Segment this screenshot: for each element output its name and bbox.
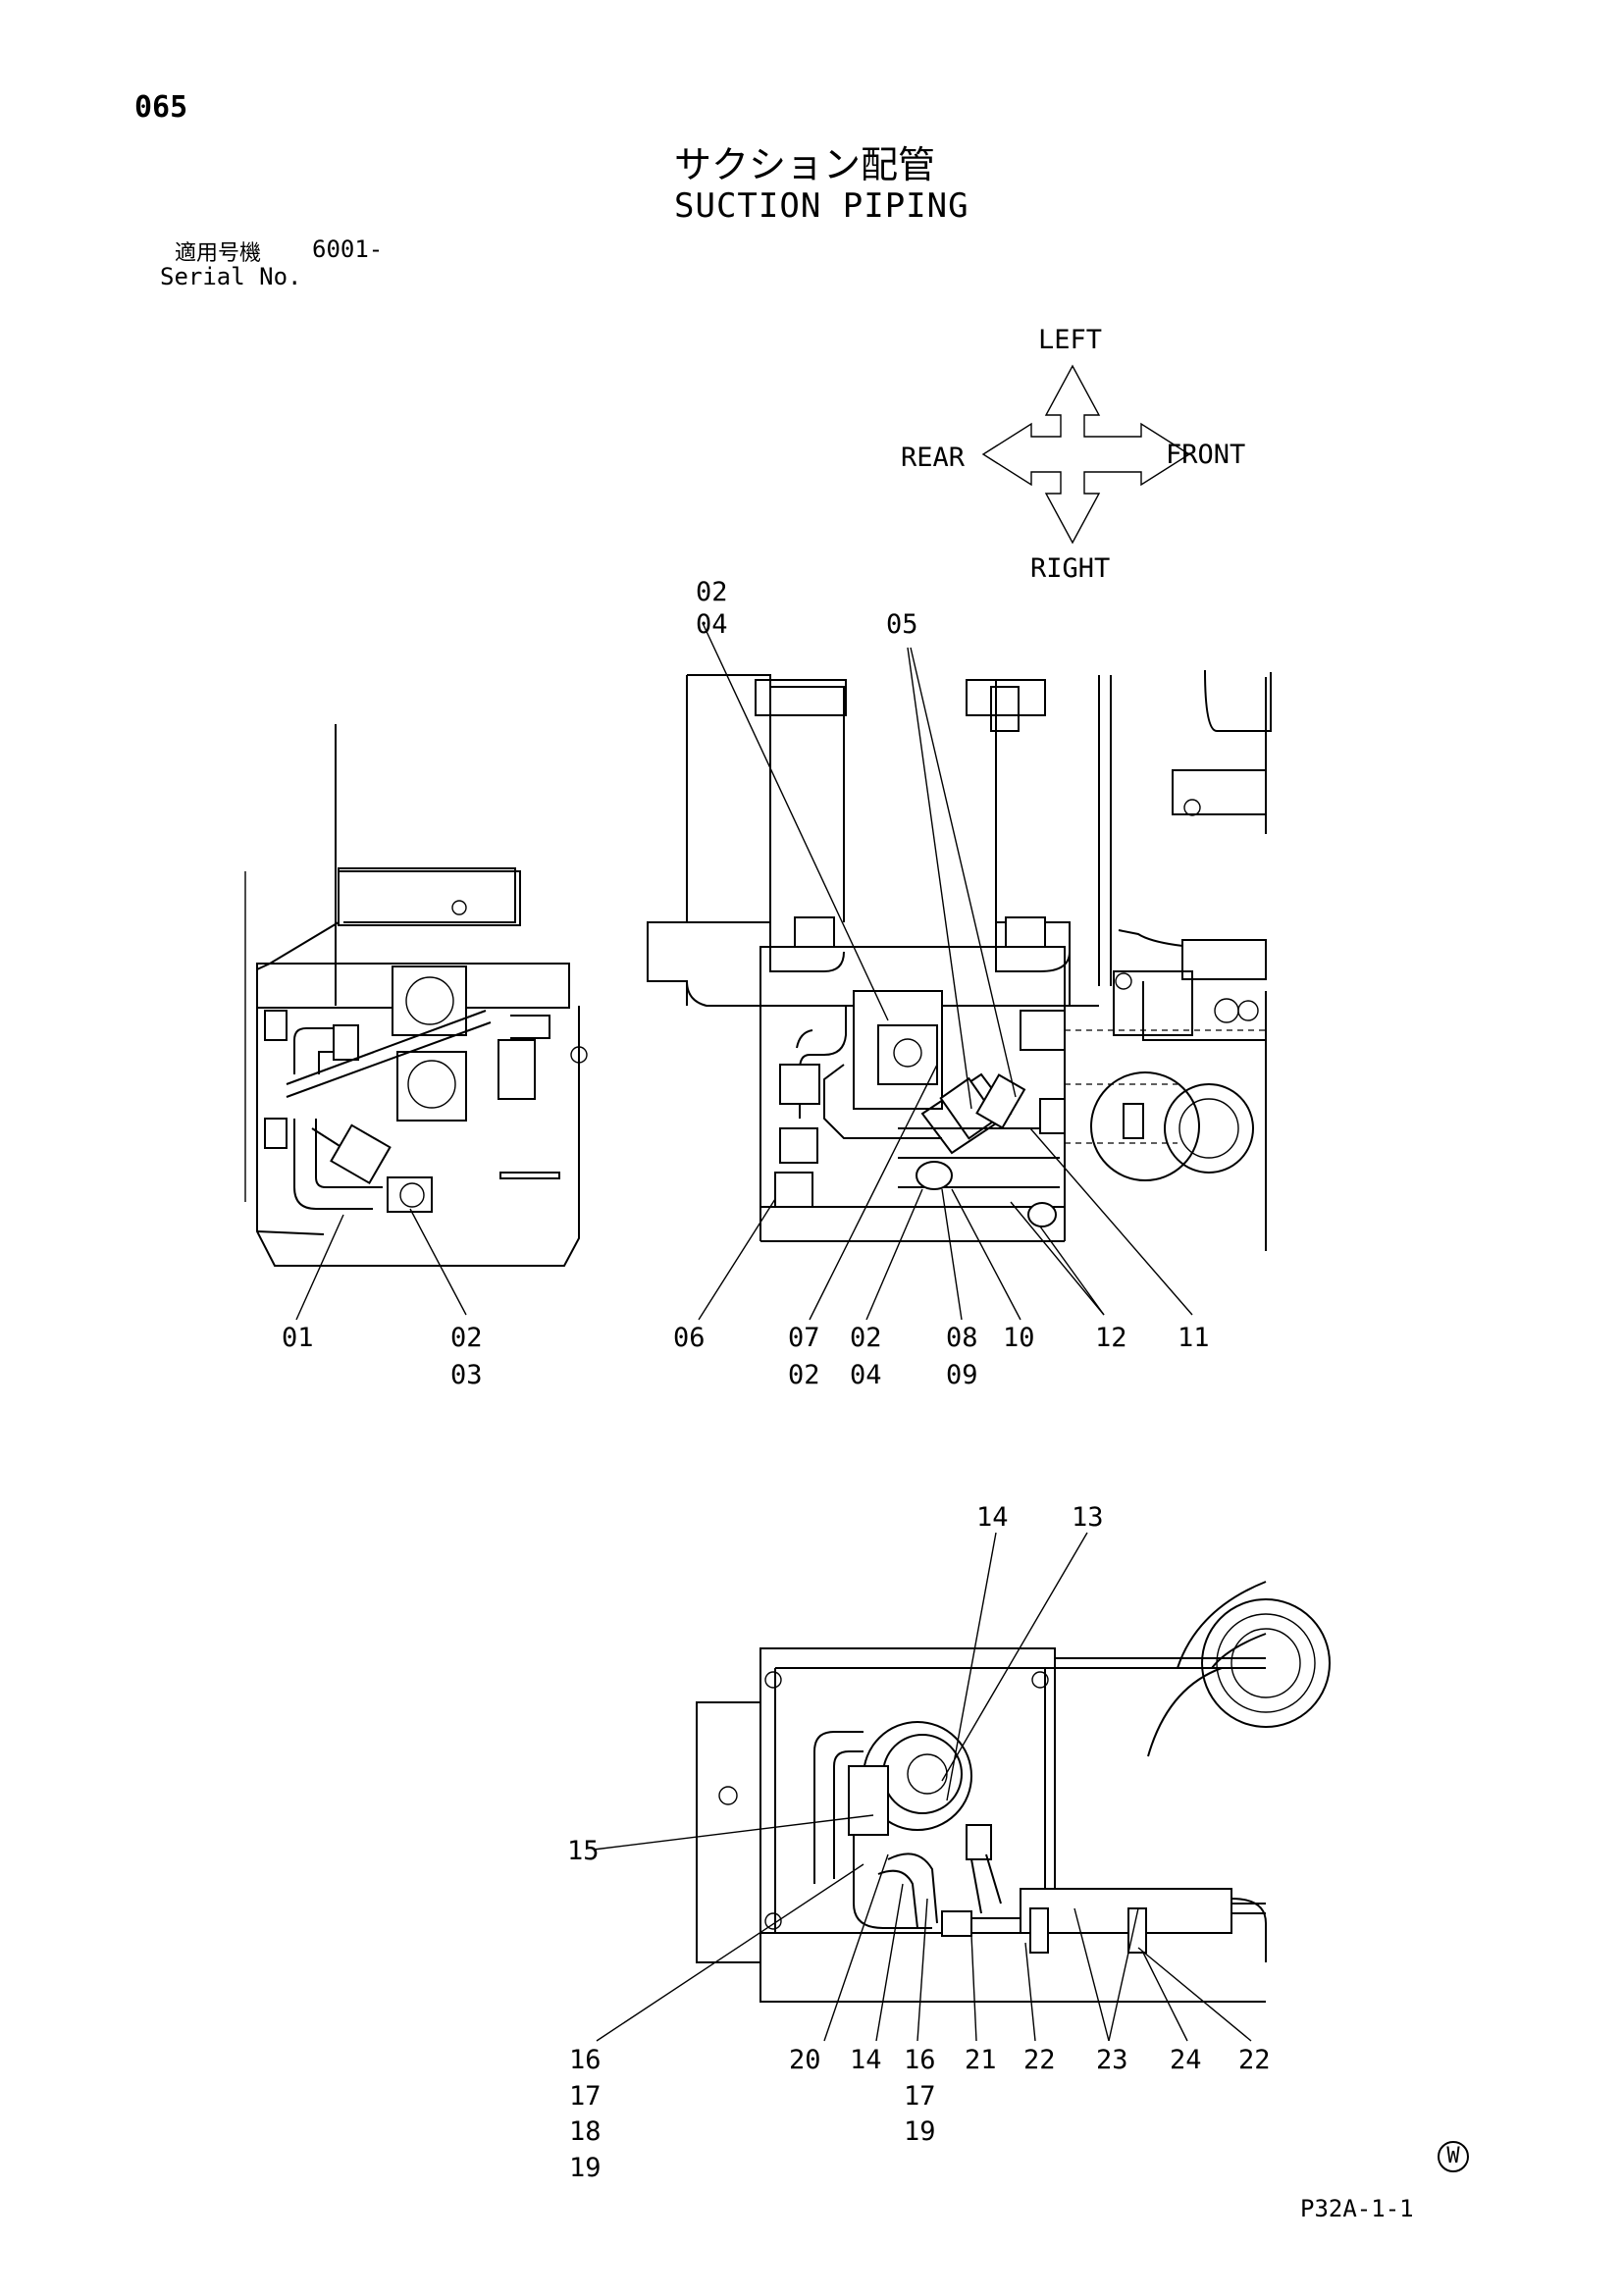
- callouts-view2-top: 02 04 05: [696, 577, 918, 640]
- callout: 18: [569, 2116, 602, 2147]
- callout: 06: [673, 1323, 706, 1353]
- label-right: RIGHT: [1030, 553, 1110, 584]
- label-left: LEFT: [1038, 325, 1102, 355]
- callout: 03: [450, 1360, 483, 1390]
- title-japanese: サクション配管: [674, 143, 936, 186]
- label-rear: REAR: [901, 443, 966, 473]
- callout: 16: [904, 2045, 936, 2075]
- callout: 23: [1096, 2045, 1128, 2075]
- callout: 14: [850, 2045, 882, 2075]
- callout: 04: [696, 609, 728, 640]
- callout: 13: [1072, 1502, 1104, 1533]
- callout: 16: [569, 2045, 602, 2075]
- callout: 17: [904, 2081, 936, 2112]
- callouts-view2-bottom: 06 07 02 02 04 08 09 10 12 11: [673, 1323, 1210, 1390]
- callout: 14: [976, 1502, 1009, 1533]
- callouts-view3: 14 13 15 16 17 18 19 20 14 16 17 19 21 2…: [567, 1502, 1271, 2183]
- callout: 21: [965, 2045, 997, 2075]
- callout: 22: [1023, 2045, 1056, 2075]
- callout: 19: [904, 2116, 936, 2147]
- callout: 05: [886, 609, 918, 640]
- callout: 01: [282, 1323, 314, 1353]
- bottom-view-swing-area: [696, 1581, 1331, 2003]
- callout: 08: [946, 1323, 978, 1353]
- page-number: 065: [134, 90, 188, 125]
- callout: 02: [450, 1323, 483, 1353]
- callout: 02: [788, 1360, 820, 1390]
- callout: 07: [788, 1323, 820, 1353]
- callout: 09: [946, 1360, 978, 1390]
- callouts-view1: 01 02 03: [282, 1323, 483, 1390]
- orientation-arrow: LEFT RIGHT FRONT REAR: [901, 325, 1245, 584]
- callout: 15: [567, 1836, 600, 1866]
- callout: 22: [1238, 2045, 1271, 2075]
- title-english: SUCTION PIPING: [674, 186, 969, 226]
- callout: 24: [1170, 2045, 1202, 2075]
- drawing-code: P32A-1-1: [1300, 2195, 1414, 2222]
- serial-label-english: Serial No.: [160, 263, 302, 290]
- callout: 17: [569, 2081, 602, 2112]
- label-front: FRONT: [1166, 440, 1245, 470]
- callout: 12: [1095, 1323, 1127, 1353]
- leader-lines: [295, 622, 1252, 2042]
- callout: 04: [850, 1360, 882, 1390]
- serial-value: 6001-: [312, 235, 384, 263]
- callout: 02: [850, 1323, 882, 1353]
- serial-label-japanese: 適用号機: [175, 241, 262, 266]
- callout: 19: [569, 2153, 602, 2183]
- w-mark-icon: W: [1438, 2141, 1469, 2172]
- top-view-pump-area: [647, 669, 1272, 1251]
- callout: 02: [696, 577, 728, 607]
- callout: 20: [789, 2045, 821, 2075]
- side-view-pump: [244, 724, 588, 1267]
- callout: 10: [1003, 1323, 1035, 1353]
- callout: 11: [1178, 1323, 1210, 1353]
